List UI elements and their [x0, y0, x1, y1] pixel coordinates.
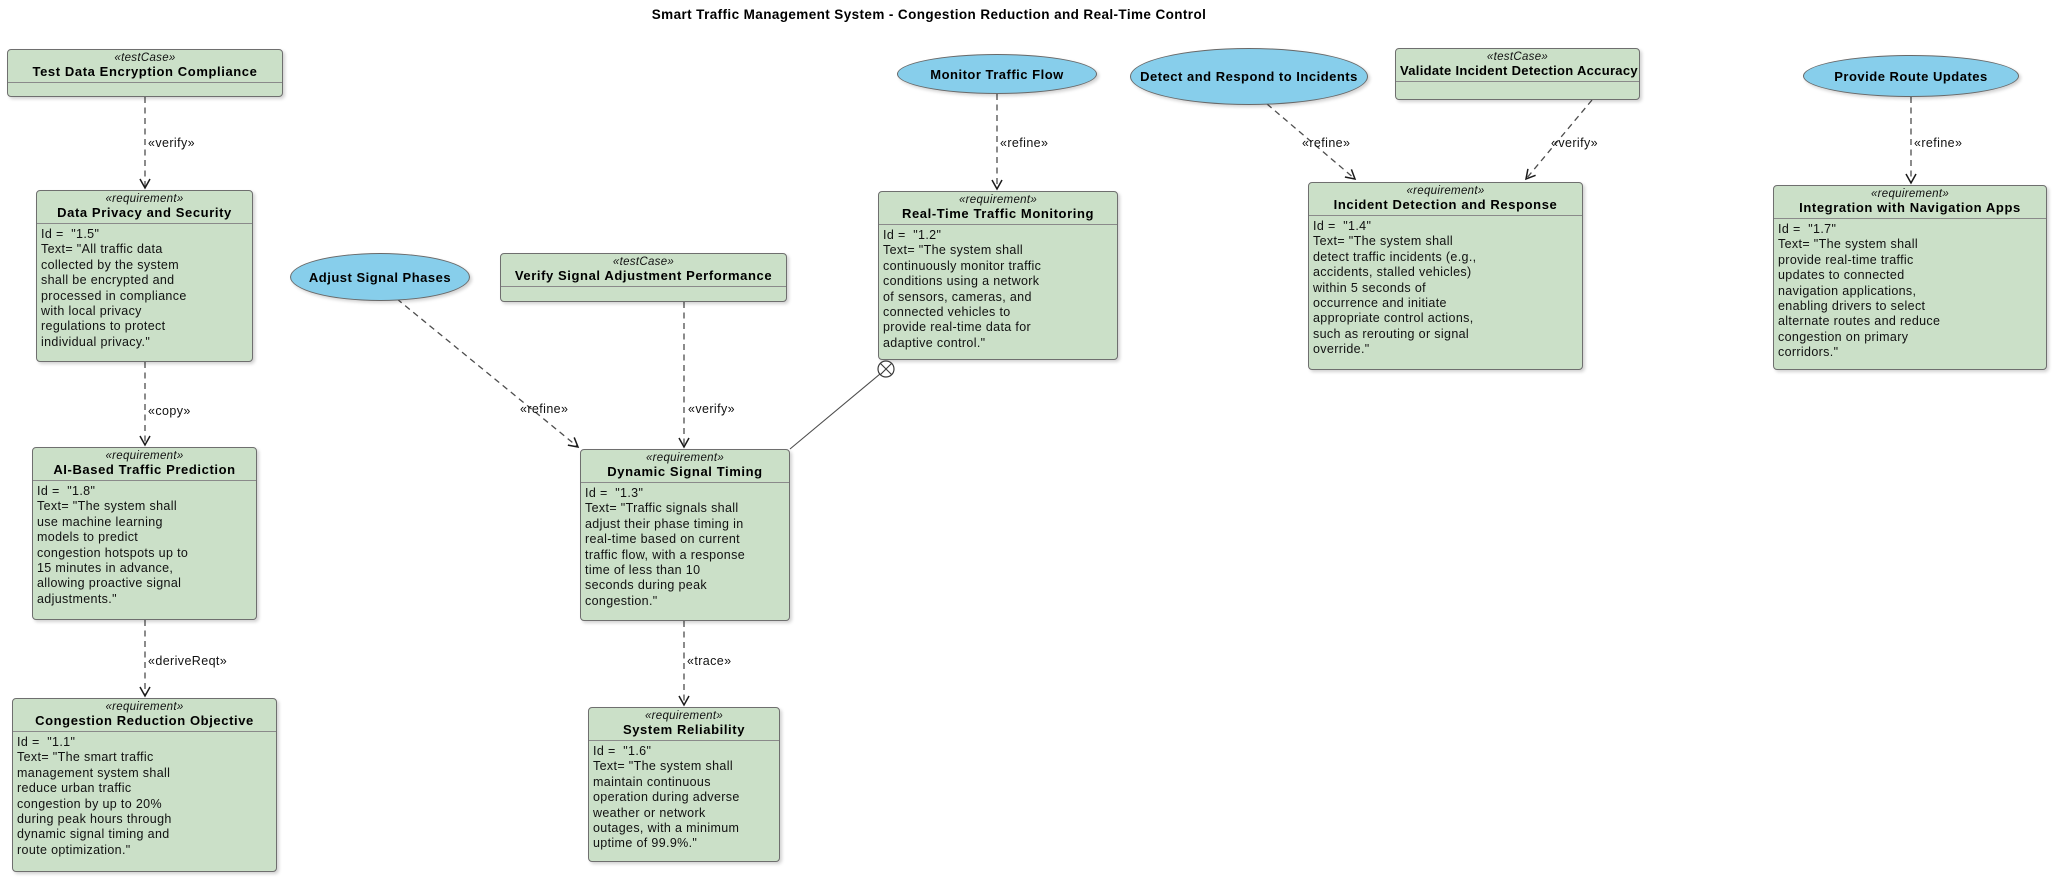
edge-refine-detect-incident	[1266, 103, 1357, 181]
edge-label-refine: «refine»	[1914, 136, 1963, 150]
edge-label-copy: «copy»	[148, 404, 191, 418]
usecase-label: Provide Route Updates	[1834, 68, 1988, 84]
stereotype-label: «requirement»	[1870, 188, 1950, 200]
edge-label-derivereqt: «deriveReqt»	[148, 654, 228, 668]
stereotype-label: «testCase»	[114, 52, 176, 64]
edge-label-refine: «refine»	[520, 402, 569, 416]
empty-compartment	[501, 287, 786, 301]
node-dynamic-signal-timing[interactable]: «requirement» Dynamic Signal Timing Id =…	[580, 449, 790, 621]
diagram-title: Smart Traffic Management System - Conges…	[651, 7, 1207, 22]
usecase-label: Adjust Signal Phases	[308, 269, 452, 285]
edge-label-verify: «verify»	[148, 136, 195, 150]
edge-label-verify: «verify»	[688, 402, 735, 416]
stereotype-label: «requirement»	[644, 710, 724, 722]
stereotype-label: «testCase»	[612, 256, 675, 268]
requirement-body: Id = "1.8" Text= "The system shall use m…	[37, 484, 189, 606]
node-name: Real-Time Traffic Monitoring	[901, 206, 1095, 221]
stereotype-label: «testCase»	[1486, 51, 1549, 63]
usecase-provide-route-updates[interactable]: Provide Route Updates	[1803, 55, 2019, 97]
node-data-privacy-and-security[interactable]: «requirement» Data Privacy and Security …	[36, 190, 253, 362]
node-name: Incident Detection and Response	[1333, 197, 1558, 212]
node-name: Verify Signal Adjustment Performance	[514, 268, 773, 283]
requirement-body: Id = "1.6" Text= "The system shall maint…	[593, 744, 740, 851]
node-name: Validate Incident Detection Accuracy	[1400, 63, 1638, 78]
node-verify-signal-adjustment-performance[interactable]: «testCase» Verify Signal Adjustment Perf…	[500, 253, 787, 302]
stereotype-label: «requirement»	[958, 194, 1038, 206]
node-system-reliability[interactable]: «requirement» System Reliability Id = "1…	[588, 707, 780, 862]
edge-label-refine: «refine»	[1000, 136, 1049, 150]
edge-label-verify: «verify»	[1551, 136, 1598, 150]
edge-containment-realtime-dynamic	[789, 368, 887, 450]
requirement-body: Id = "1.4" Text= "The system shall detec…	[1313, 219, 1477, 357]
edge-verify-validate-incident	[1525, 99, 1593, 181]
empty-compartment	[8, 83, 282, 96]
node-real-time-traffic-monitoring[interactable]: «requirement» Real-Time Traffic Monitori…	[878, 191, 1118, 360]
edge-label-trace: «trace»	[687, 654, 732, 668]
stereotype-label: «requirement»	[1406, 185, 1485, 197]
stereotype-label: «requirement»	[645, 452, 725, 464]
usecase-monitor-traffic-flow[interactable]: Monitor Traffic Flow	[897, 54, 1097, 94]
stereotype-label: «requirement»	[105, 450, 184, 462]
node-name: AI-Based Traffic Prediction	[53, 462, 236, 477]
node-name: Congestion Reduction Objective	[35, 713, 254, 728]
node-name: System Reliability	[622, 722, 746, 737]
node-congestion-reduction-objective[interactable]: «requirement» Congestion Reduction Objec…	[12, 698, 277, 872]
containment-crosshair-icon	[877, 360, 895, 378]
usecase-adjust-signal-phases[interactable]: Adjust Signal Phases	[290, 253, 470, 301]
stereotype-label: «requirement»	[105, 193, 184, 205]
stereotype-label: «requirement»	[105, 701, 184, 713]
node-name: Test Data Encryption Compliance	[32, 64, 258, 79]
requirement-body: Id = "1.7" Text= "The system shall provi…	[1778, 222, 1941, 360]
requirement-body: Id = "1.5" Text= "All traffic data colle…	[41, 227, 187, 349]
usecase-label: Detect and Respond to Incidents	[1140, 69, 1358, 84]
usecase-label: Monitor Traffic Flow	[930, 66, 1064, 82]
edge-label-refine: «refine»	[1302, 136, 1351, 150]
requirement-body: Id = "1.1" Text= "The smart traffic mana…	[17, 735, 172, 857]
requirement-body: Id = "1.3" Text= "Traffic signals shall …	[585, 486, 745, 608]
node-incident-detection-and-response[interactable]: «requirement» Incident Detection and Res…	[1308, 182, 1583, 370]
node-name: Data Privacy and Security	[57, 205, 232, 220]
empty-compartment	[1396, 82, 1639, 99]
node-name: Integration with Navigation Apps	[1799, 200, 2021, 215]
edge-refine-adjust-dynamic	[396, 298, 580, 448]
node-ai-based-traffic-prediction[interactable]: «requirement» AI-Based Traffic Predictio…	[32, 447, 257, 620]
node-integration-with-navigation-apps[interactable]: «requirement» Integration with Navigatio…	[1773, 185, 2047, 370]
node-validate-incident-detection-accuracy[interactable]: «testCase» Validate Incident Detection A…	[1395, 48, 1640, 100]
requirement-body: Id = "1.2" Text= "The system shall conti…	[883, 228, 1042, 350]
node-name: Dynamic Signal Timing	[607, 464, 763, 479]
usecase-detect-and-respond-to-incidents[interactable]: Detect and Respond to Incidents	[1130, 48, 1368, 105]
node-test-data-encryption-compliance[interactable]: «testCase» Test Data Encryption Complian…	[7, 49, 283, 97]
